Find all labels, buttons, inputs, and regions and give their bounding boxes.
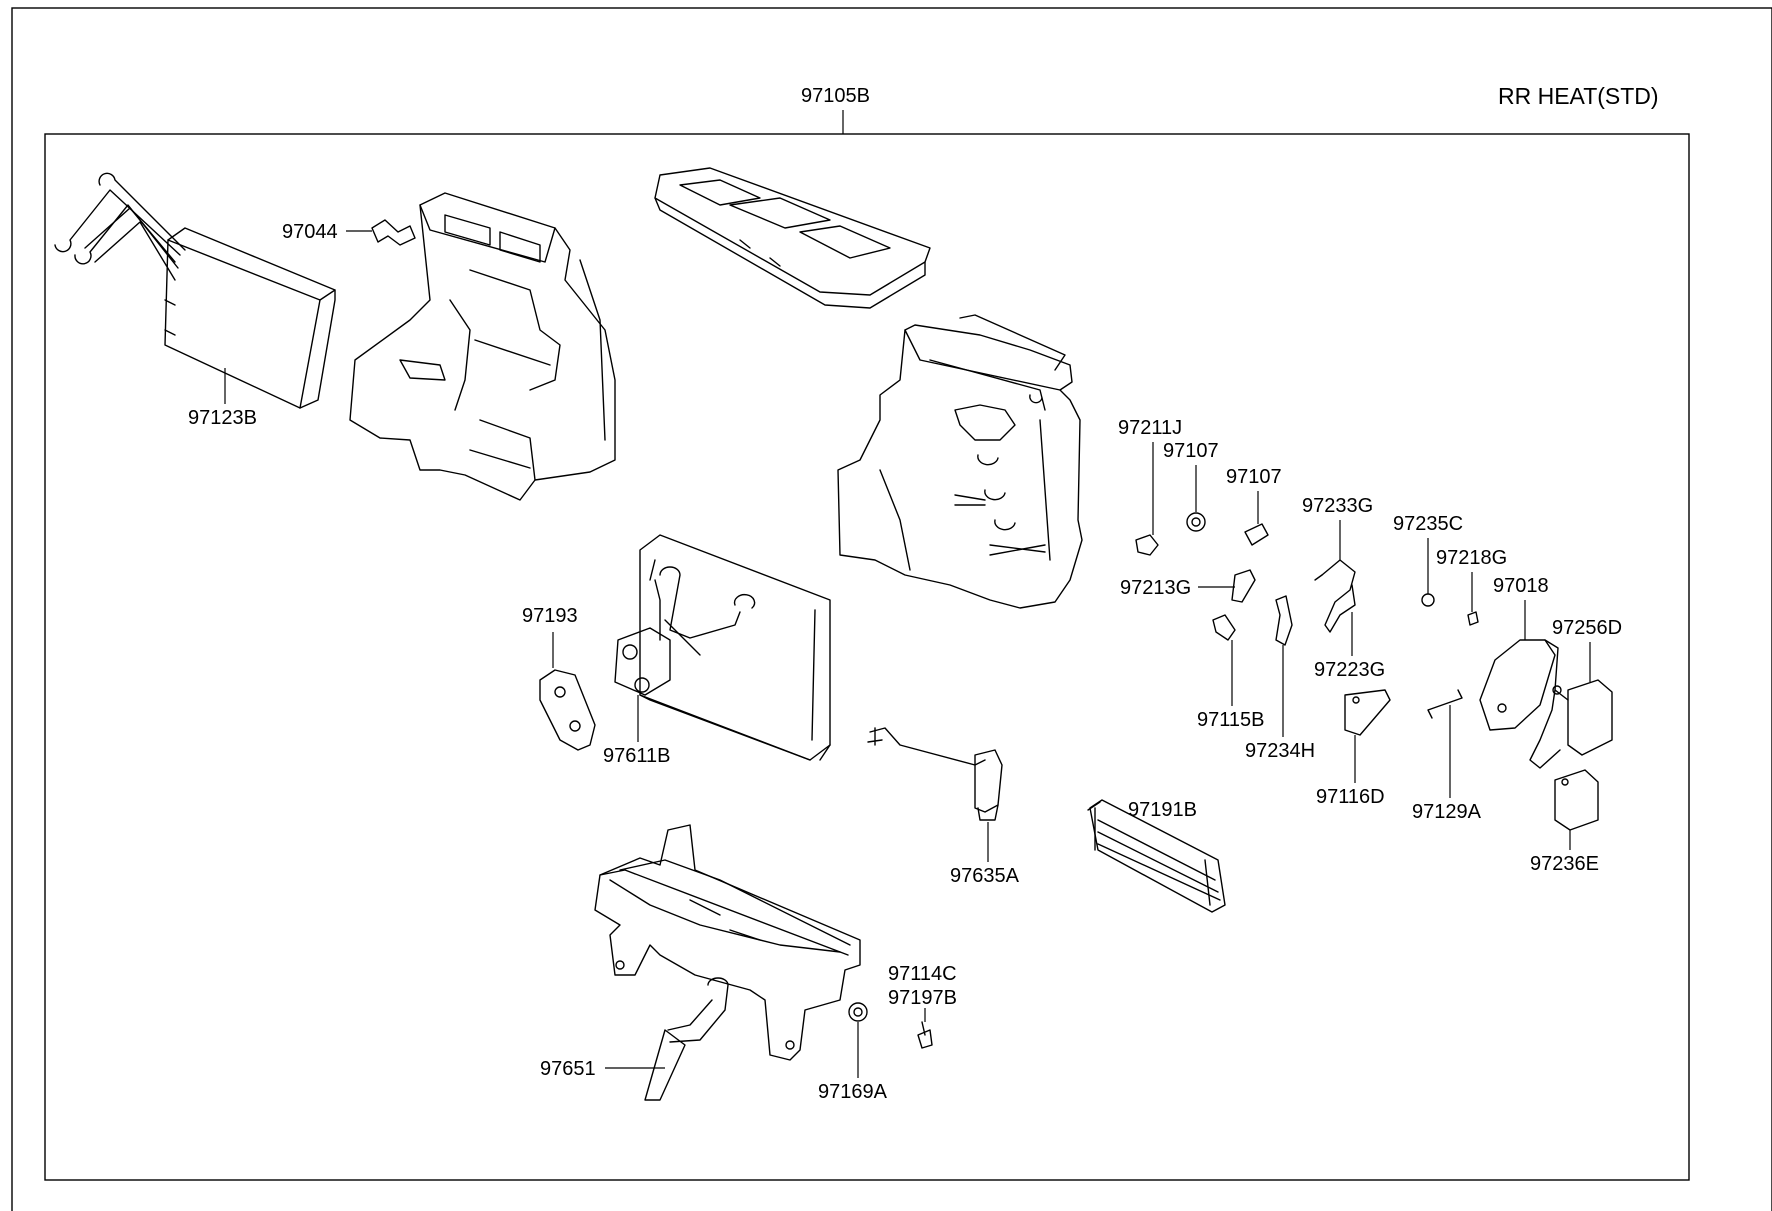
top-duct-drawing (654, 167, 931, 309)
part-97107a-drawing (1186, 512, 1206, 532)
label-97211J[interactable]: 97211J (1118, 417, 1182, 439)
part-97129A-drawing (1427, 689, 1463, 719)
heater-element-97191B-drawing (1087, 799, 1226, 913)
label-97116D[interactable]: 97116D (1316, 786, 1385, 808)
motor-97018-drawing (1479, 639, 1559, 731)
part-97116D-drawing (1344, 689, 1391, 736)
label-97115B[interactable]: 97115B (1197, 709, 1264, 731)
label-97129A[interactable]: 97129A (1412, 801, 1482, 823)
heater-case-main-drawing (837, 314, 1083, 609)
evaporator-drawing (614, 534, 831, 761)
label-97169A[interactable]: 97169A (818, 1081, 888, 1103)
screw-97197B-drawing (917, 1021, 933, 1049)
assembly-frame (44, 133, 1690, 1181)
label-97256D[interactable]: 97256D (1552, 617, 1622, 639)
part-97218G-drawing (1467, 611, 1479, 626)
label-97107b[interactable]: 97107 (1226, 466, 1282, 488)
label-97193[interactable]: 97193 (522, 605, 578, 627)
part-97211J-drawing (1135, 534, 1159, 556)
part-97236E-drawing (1554, 769, 1599, 831)
label-97191B[interactable]: 97191B (1128, 799, 1197, 821)
part-97115B-drawing (1212, 614, 1236, 641)
part-97234H-drawing (1275, 595, 1293, 646)
part-97233G-drawing (1314, 559, 1356, 633)
part-97213G-drawing (1231, 569, 1256, 603)
label-97223G[interactable]: 97223G (1314, 659, 1385, 681)
label-97235C[interactable]: 97235C (1393, 513, 1463, 535)
label-97218G[interactable]: 97218G (1436, 547, 1507, 569)
label-97123B[interactable]: 97123B (188, 407, 257, 429)
label-97197B[interactable]: 97197B (888, 987, 957, 1009)
base-tray-drawing (594, 824, 861, 1061)
grommet-97169A-drawing (848, 1002, 868, 1022)
label-97234H[interactable]: 97234H (1245, 740, 1315, 762)
label-97213G[interactable]: 97213G (1120, 577, 1191, 599)
drain-hose-97651-drawing (644, 977, 729, 1101)
label-97611B[interactable]: 97611B (603, 745, 670, 767)
label-97105B[interactable]: 97105B (801, 85, 870, 107)
label-97018[interactable]: 97018 (1493, 575, 1549, 597)
label-97651[interactable]: 97651 (540, 1058, 596, 1080)
label-97635A[interactable]: 97635A (950, 865, 1020, 887)
label-97233G[interactable]: 97233G (1302, 495, 1373, 517)
label-97107a[interactable]: 97107 (1163, 440, 1219, 462)
diagram-title: RR HEAT(STD) (1498, 83, 1659, 109)
page-border (11, 7, 1772, 1211)
heater-core-drawing (54, 172, 336, 409)
part-97235C-drawing (1421, 593, 1435, 607)
part-97107b-drawing (1244, 523, 1269, 546)
actuator-97256D-drawing (1529, 679, 1613, 769)
gasket-97193-drawing (539, 669, 596, 751)
clip-97044-drawing (371, 219, 416, 246)
label-97236E[interactable]: 97236E (1530, 853, 1599, 875)
sensor-97635A-drawing (867, 727, 1003, 821)
label-97114C[interactable]: 97114C (888, 963, 957, 985)
heater-case-left-drawing (349, 192, 616, 501)
label-97044[interactable]: 97044 (282, 221, 338, 243)
